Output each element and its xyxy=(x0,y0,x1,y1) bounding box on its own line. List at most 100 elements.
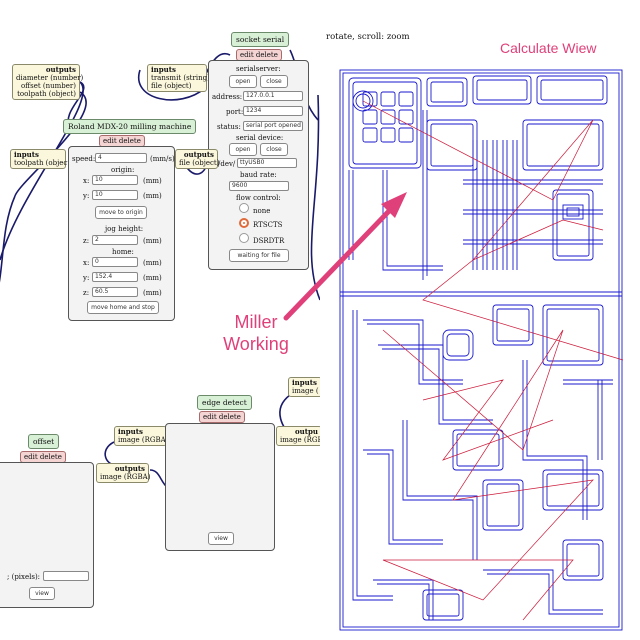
socket-serial-node: serialserver: open close address: 127.0.… xyxy=(208,60,309,270)
input-port[interactable]: toolpath (object) xyxy=(14,159,73,167)
output-port[interactable]: image (RGB xyxy=(280,436,320,444)
edge-detect-actions: edit delete xyxy=(199,411,245,423)
output-port[interactable]: diameter (number) xyxy=(16,74,84,82)
input-port[interactable]: file (object) xyxy=(151,82,192,90)
delete-button[interactable]: delete xyxy=(39,453,62,461)
port-label: port: xyxy=(226,108,244,116)
edge-detect-outputs-box[interactable]: outpu image (RGB xyxy=(276,426,320,446)
calculate-view-label: Calculate Wiew xyxy=(500,40,597,56)
pixels-input[interactable] xyxy=(43,571,89,581)
delete-button[interactable]: delete xyxy=(118,137,141,145)
status-label: status: xyxy=(217,123,241,131)
socket-serial-inputs-box[interactable]: inputs transmit (string) file (object) xyxy=(147,64,210,92)
inputs-title: inputs xyxy=(292,378,317,387)
edge-detect-title[interactable]: edge detect xyxy=(197,395,252,410)
rapid-moves xyxy=(362,100,624,621)
flow-none-radio[interactable] xyxy=(239,203,249,213)
baud-input[interactable]: 9600 xyxy=(229,181,289,191)
origin-y-input[interactable]: 10 xyxy=(92,190,138,200)
edge-detect-view-button[interactable]: view xyxy=(208,532,234,545)
input-port[interactable]: image ( xyxy=(292,387,319,395)
edit-button[interactable]: edit xyxy=(203,413,217,421)
jog-z-unit: (mm) xyxy=(143,237,162,245)
upstream-outputs-box[interactable]: outputs diameter (number) offset (number… xyxy=(12,64,84,100)
delete-button[interactable]: delete xyxy=(218,413,241,421)
speed-label: speed: xyxy=(72,155,96,163)
serialserver-label: serialserver: xyxy=(236,65,281,73)
edit-button[interactable]: edit xyxy=(240,51,254,59)
jog-z-label: z: xyxy=(83,237,90,245)
output-port[interactable]: toolpath (object) xyxy=(17,90,76,98)
delete-button[interactable]: delete xyxy=(255,51,278,59)
move-home-and-stop-button[interactable]: move home and stop xyxy=(87,301,159,314)
edit-button[interactable]: edit xyxy=(103,137,117,145)
mods-node-editor[interactable]: outputs diameter (number) offset (number… xyxy=(0,0,320,640)
offset-title[interactable]: offset xyxy=(28,434,60,449)
device-input[interactable]: ttyUSB0 xyxy=(237,158,297,168)
right-inputs-box[interactable]: inputs image ( xyxy=(288,377,320,397)
edge-detect-inputs-box[interactable]: inputs image (RGBA) xyxy=(114,426,169,446)
inputs-title: inputs xyxy=(151,65,176,74)
home-z-label: z: xyxy=(83,289,90,297)
flow-none-label: none xyxy=(253,207,271,215)
origin-x-unit: (mm) xyxy=(143,177,162,185)
miller-working-label: Miller Working xyxy=(212,311,300,355)
cut-traces xyxy=(339,69,623,631)
home-y-unit: (mm) xyxy=(143,274,162,282)
origin-label: origin: xyxy=(111,166,135,174)
preview-hint: rotate, scroll: zoom xyxy=(326,32,410,42)
serial-device-label: serial device: xyxy=(236,134,284,142)
roland-title[interactable]: Roland MDX-20 milling machine xyxy=(63,119,197,134)
server-close-button[interactable]: close xyxy=(260,75,288,88)
outputs-title: outputs xyxy=(45,65,76,74)
roland-inputs-box[interactable]: inputs toolpath (object) xyxy=(10,149,73,169)
toolpath-preview[interactable]: Calculate Wiew xyxy=(323,0,640,640)
flow-rtscts-label: RTSCTS xyxy=(253,221,283,229)
output-port[interactable]: file (object) xyxy=(179,159,220,167)
roland-outputs-box[interactable]: outputs file (object) xyxy=(175,149,220,169)
origin-x-input[interactable]: 10 xyxy=(92,175,138,185)
home-y-label: y: xyxy=(83,274,90,282)
offset-node: ; (pixels): view xyxy=(0,462,94,608)
outputs-title: outputs xyxy=(183,150,214,159)
flow-dsrdtr-label: DSRDTR xyxy=(253,237,285,245)
device-close-button[interactable]: close xyxy=(260,143,288,156)
flow-dsrdtr-radio[interactable] xyxy=(239,233,249,243)
address-input[interactable]: 127.0.0.1 xyxy=(243,91,303,101)
jog-z-input[interactable]: 2 xyxy=(92,235,138,245)
dev-label: /dev/ xyxy=(218,160,236,168)
offset-outputs-box[interactable]: outputs image (RGBA) xyxy=(96,463,151,483)
output-port[interactable]: offset (number) xyxy=(20,82,76,90)
inputs-title: inputs xyxy=(118,427,143,436)
home-label: home: xyxy=(112,248,134,256)
pixels-label: ; (pixels): xyxy=(7,573,41,581)
edge-detect-node: view xyxy=(165,423,275,551)
flow-rtscts-radio[interactable] xyxy=(239,218,249,228)
speed-input[interactable]: 4 xyxy=(95,153,147,163)
toolpath-canvas[interactable] xyxy=(323,0,640,640)
output-port[interactable]: image (RGBA) xyxy=(100,473,151,481)
home-z-input[interactable]: 60.5 xyxy=(92,287,138,297)
roland-node: speed: 4 (mm/s) origin: x: 10 (mm) y: 10… xyxy=(68,146,175,321)
inputs-title: inputs xyxy=(14,150,39,159)
origin-y-unit: (mm) xyxy=(143,192,162,200)
server-open-button[interactable]: open xyxy=(229,75,257,88)
port-input[interactable]: 1234 xyxy=(243,106,303,116)
home-x-input[interactable]: 0 xyxy=(92,257,138,267)
annotation-line-1: Miller xyxy=(234,312,278,332)
waiting-for-file-button[interactable]: waiting for file xyxy=(229,249,289,262)
annotation-line-2: Working xyxy=(223,334,289,354)
outputs-title: outputs xyxy=(114,464,145,473)
move-to-origin-button[interactable]: move to origin xyxy=(95,206,147,219)
board-outline xyxy=(339,69,623,631)
input-port[interactable]: image (RGBA) xyxy=(118,436,169,444)
offset-view-button[interactable]: view xyxy=(29,587,55,600)
device-open-button[interactable]: open xyxy=(229,143,257,156)
outputs-title: outpu xyxy=(295,427,318,436)
edit-button[interactable]: edit xyxy=(24,453,38,461)
home-z-unit: (mm) xyxy=(143,289,162,297)
home-x-label: x: xyxy=(83,259,90,267)
home-y-input[interactable]: 152.4 xyxy=(92,272,138,282)
input-port[interactable]: transmit (string) xyxy=(151,74,210,82)
socket-serial-title[interactable]: socket serial xyxy=(231,32,290,47)
